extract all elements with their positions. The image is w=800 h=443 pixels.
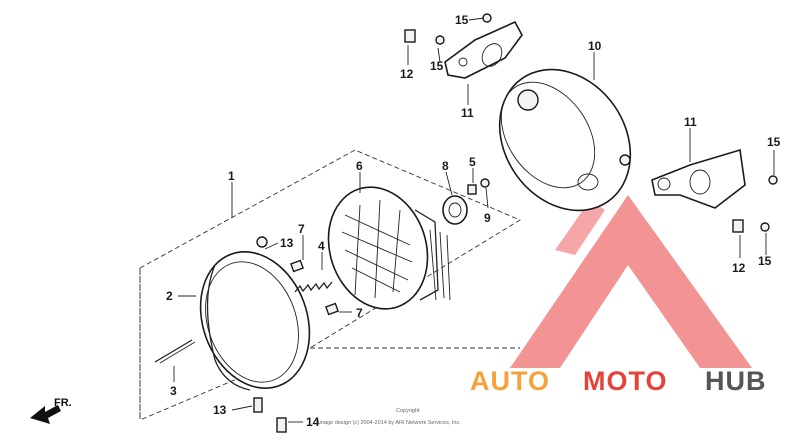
grommet-5 (467, 184, 477, 195)
bolt-14 (276, 417, 287, 433)
bracket-11a-hole (458, 57, 468, 67)
watermark-moto: MOTO (583, 366, 668, 396)
washer-9 (480, 178, 490, 188)
bolt-12b (732, 219, 744, 233)
rim-edge (206, 264, 251, 391)
label-part-9: 9 (484, 211, 491, 225)
label-part-6: 6 (356, 159, 363, 173)
watermark-auto: AUTO (470, 366, 550, 396)
screw-3-thread (159, 341, 196, 364)
label-part-15a: 15 (455, 13, 469, 27)
screw-13b (253, 397, 263, 413)
bracket-11a (444, 20, 523, 79)
washer-15c (760, 222, 770, 232)
label-part-12a: 12 (400, 67, 414, 81)
front-indicator: FR. (30, 397, 72, 424)
case-hole (517, 89, 539, 111)
label-part-15c: 15 (767, 135, 781, 149)
label-part-13a: 13 (280, 236, 294, 250)
label-part-7b: 7 (356, 306, 363, 320)
label-part-7a: 7 (298, 222, 305, 236)
watermark-logo (510, 195, 752, 368)
copyright-line-2: Image design (c) 2004-2014 by ARI Networ… (318, 420, 461, 426)
screw-3 (154, 339, 193, 363)
clip-7a (290, 259, 304, 273)
label-part-11a: 11 (461, 106, 474, 120)
rim-outer (199, 251, 311, 389)
sealed-beam-unit (327, 186, 451, 310)
bracket-11b (651, 148, 746, 209)
beam-body (414, 209, 439, 301)
label-part-15d: 15 (758, 254, 772, 268)
screw-13a (256, 236, 268, 248)
case-cable-hole (577, 173, 599, 191)
label-part-3: 3 (170, 384, 177, 398)
watermark-triangle-outer (510, 195, 752, 368)
socket-8-inner (448, 202, 462, 218)
label-part-12b: 12 (732, 261, 746, 275)
headlight-rim (199, 251, 311, 391)
watermark-triangle-inner (590, 290, 668, 345)
case-bolt (619, 154, 631, 166)
leader-lines (173, 17, 775, 423)
watermark-hub: HUB (705, 366, 767, 396)
socket-8 (442, 195, 468, 225)
label-part-8: 8 (442, 159, 449, 173)
label-part-14: 14 (306, 415, 320, 429)
label-part-13b: 13 (213, 403, 227, 417)
label-part-10: 10 (588, 39, 602, 53)
washer-15d (768, 175, 778, 185)
front-arrow-icon (30, 405, 61, 424)
washer-15b (482, 13, 492, 23)
beam-lens-pattern (341, 199, 413, 299)
label-part-2: 2 (166, 289, 173, 303)
label-part-1: 1 (228, 169, 235, 183)
bracket-11b-slot (689, 169, 711, 195)
bracket-11a-slot (481, 43, 503, 67)
headlight-case (498, 68, 632, 212)
clip-7b (325, 302, 339, 316)
beam-wires (429, 229, 451, 301)
label-part-15b: 15 (430, 59, 444, 73)
spring-4 (294, 281, 333, 293)
case-inner (500, 81, 596, 189)
front-label: FR. (54, 397, 72, 409)
label-part-11b: 11 (684, 115, 697, 129)
watermark-text: AUTO MOTO HUB (470, 366, 767, 396)
washer-15a (435, 35, 445, 45)
bolt-12a (404, 29, 416, 43)
label-part-4: 4 (318, 239, 325, 253)
watermark-stroke (555, 200, 605, 255)
copyright-line-1: Copyright (396, 408, 420, 414)
label-part-5: 5 (469, 155, 476, 169)
bracket-11b-hole (657, 177, 671, 191)
